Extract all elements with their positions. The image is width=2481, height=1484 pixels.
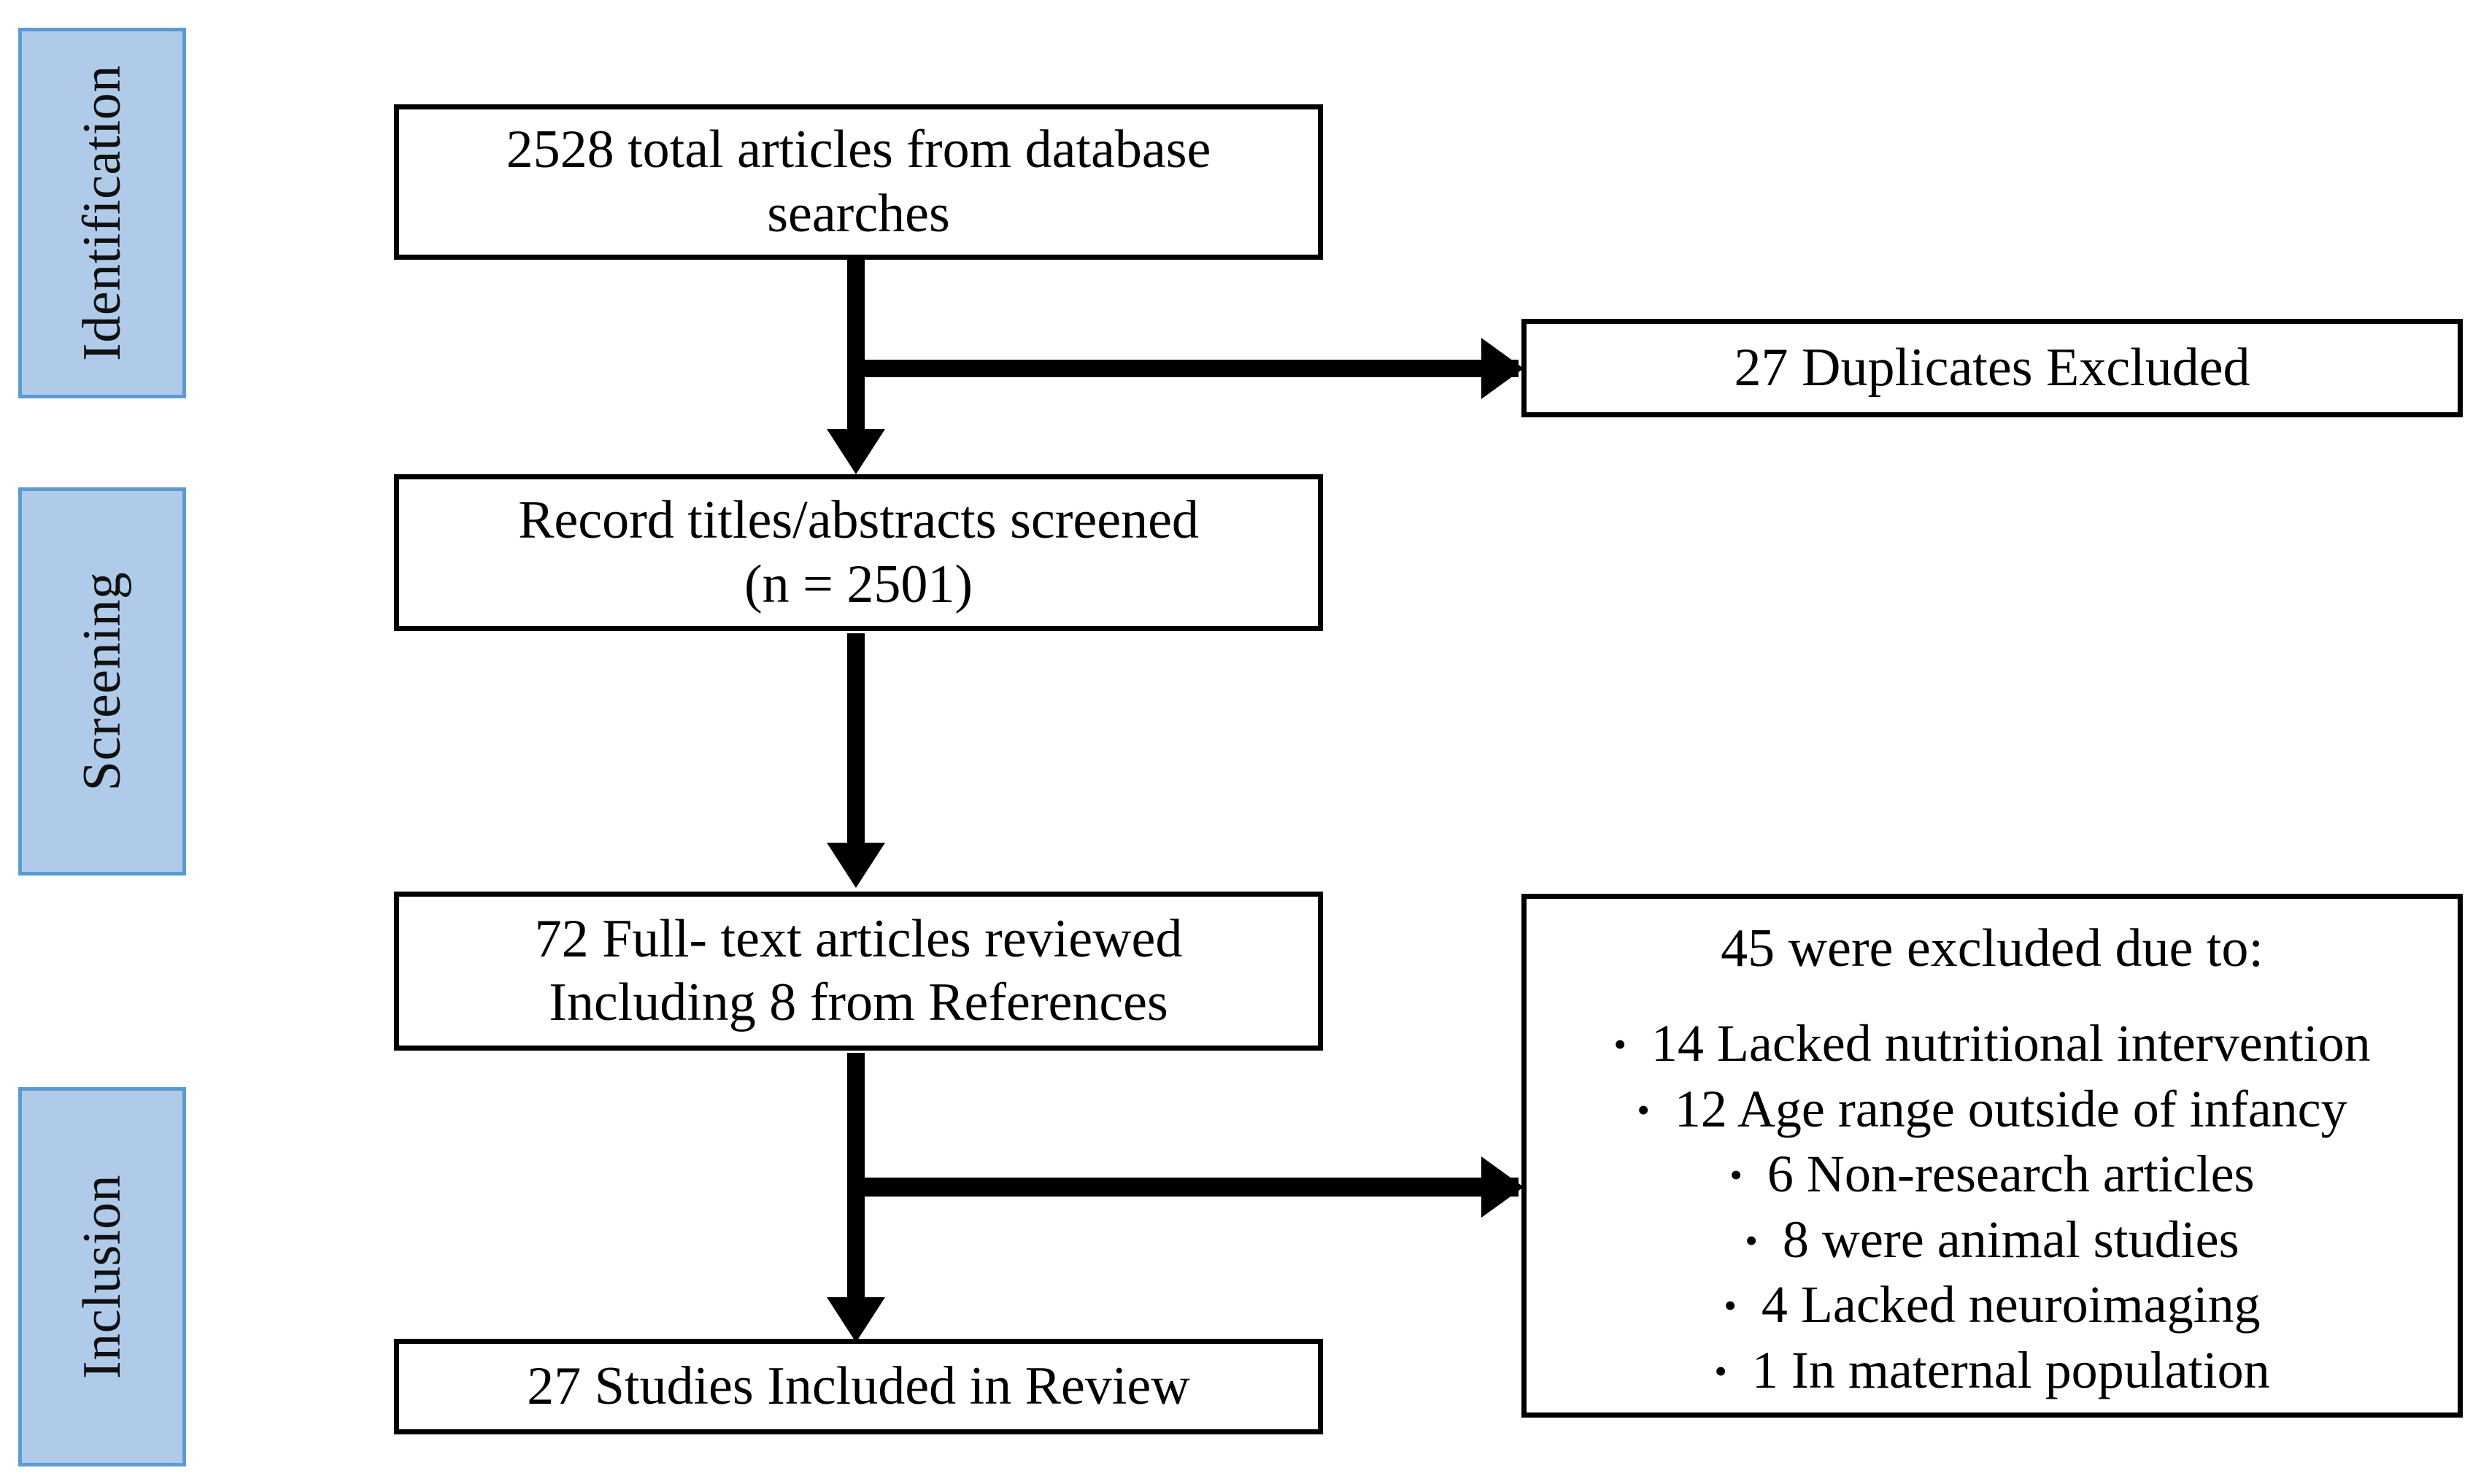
list-item: • 4 Lacked neuroimaging <box>1541 1275 2443 1336</box>
box-fulltext-reviewed: 72 Full- text articles reviewed Includin… <box>394 892 1323 1051</box>
list-item: • 1 In maternal population <box>1541 1340 2443 1402</box>
box-records-identified: 2528 total articles from database search… <box>394 104 1323 260</box>
stage-label-screening: Screening <box>18 487 186 876</box>
connector-inclusion-arrowhead <box>827 1297 885 1342</box>
connector-exclusions-arrowhead <box>1481 1156 1524 1218</box>
stage-label-inclusion: Inclusion <box>18 1087 186 1466</box>
list-item-label: 1 In maternal population <box>1751 1340 2270 1399</box>
connector-duplicates-arrowhead <box>1481 338 1524 399</box>
box-studies-included-text: 27 Studies Included in Review <box>527 1356 1190 1416</box>
list-item-label: 14 Lacked nutritional intervention <box>1651 1014 2371 1073</box>
list-item-label: 8 were animal studies <box>1782 1210 2239 1269</box>
list-item-label: 6 Non-research articles <box>1767 1145 2255 1204</box>
box-records-identified-text: 2528 total articles from database search… <box>506 120 1211 244</box>
box-records-screened: Record titles/abstracts screened (n = 25… <box>394 474 1323 631</box>
stage-label-inclusion-text: Inclusion <box>72 1175 132 1379</box>
box-duplicates-excluded-text: 27 Duplicates Excluded <box>1734 337 2250 398</box>
bullet-icon: • <box>1724 1285 1737 1326</box>
bullet-icon: • <box>1745 1219 1758 1261</box>
bullet-icon: • <box>1637 1089 1650 1130</box>
stage-label-screening-text: Screening <box>72 571 132 792</box>
list-item-label: 4 Lacked neuroimaging <box>1761 1275 2261 1334</box>
exclusion-reasons-heading: 45 were excluded due to: <box>1721 919 2264 978</box>
exclusion-reasons-list: • 14 Lacked nutritional intervention • 1… <box>1541 1013 2443 1401</box>
bullet-icon: • <box>1613 1024 1627 1065</box>
list-item: • 14 Lacked nutritional intervention <box>1541 1013 2443 1075</box>
stage-label-identification: Identification <box>18 28 186 398</box>
connector-screening-arrowhead <box>827 843 885 888</box>
box-fulltext-reviewed-text: 72 Full- text articles reviewed Includin… <box>534 908 1183 1032</box>
list-item: • 6 Non-research articles <box>1541 1144 2443 1205</box>
connector-identification-arrowhead <box>827 429 885 474</box>
list-item: • 12 Age range outside of infancy <box>1541 1079 2443 1140</box>
list-item-label: 12 Age range outside of infancy <box>1674 1079 2347 1138</box>
box-duplicates-excluded: 27 Duplicates Excluded <box>1521 319 2463 417</box>
connector-exclusions-shaft <box>847 1178 1519 1197</box>
list-item: • 8 were animal studies <box>1541 1210 2443 1271</box>
box-exclusion-reasons: 45 were excluded due to: • 14 Lacked nut… <box>1521 894 2463 1418</box>
stage-label-identification-text: Identification <box>72 65 132 361</box>
bullet-icon: • <box>1714 1350 1727 1391</box>
box-studies-included: 27 Studies Included in Review <box>394 1339 1323 1434</box>
connector-screening-shaft <box>847 633 865 849</box>
box-records-screened-text: Record titles/abstracts screened (n = 25… <box>518 490 1199 614</box>
bullet-icon: • <box>1729 1154 1743 1196</box>
connector-identification-trunk <box>847 260 865 435</box>
connector-duplicates-shaft <box>847 360 1519 377</box>
